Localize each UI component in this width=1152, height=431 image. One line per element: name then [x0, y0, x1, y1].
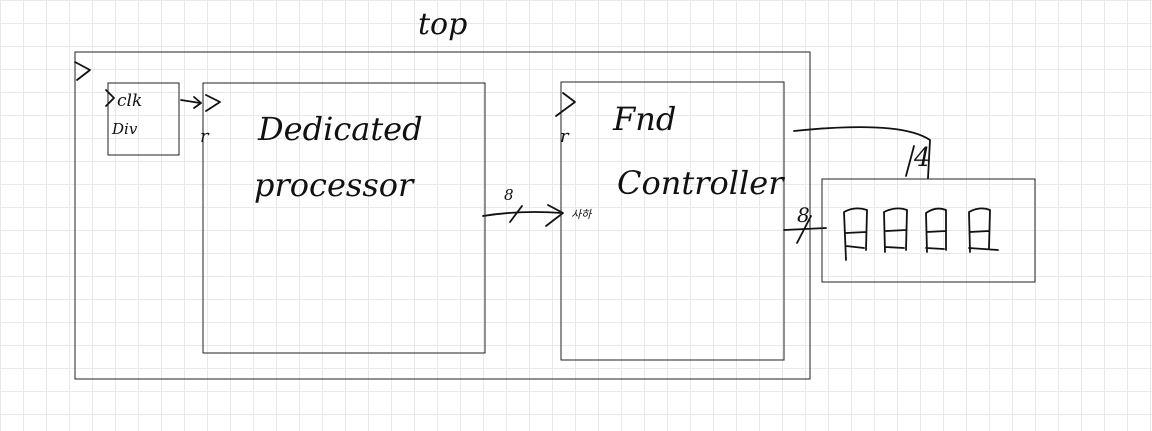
- digit-select-width-label: 4: [913, 143, 931, 173]
- digit-select-width-tick: [905, 145, 915, 177]
- clk-signal-arrowhead: [193, 96, 202, 109]
- data-bus-line: [482, 211, 563, 217]
- clk-div-box: [107, 82, 180, 156]
- digit-select-bus: [793, 126, 931, 179]
- top-clock-symbol: [74, 61, 91, 81]
- clk-div-label-2: Div: [111, 120, 138, 138]
- segment-bus-width-tick: [796, 215, 812, 244]
- data-bus-arrowhead: [545, 204, 564, 227]
- clk-div-clock-symbol: [105, 89, 115, 107]
- processor-box: [202, 82, 486, 354]
- fnd-label-2: Controller: [617, 164, 785, 202]
- seven-segment-digit-1: [843, 207, 868, 261]
- fnd-clock-symbol: [555, 92, 576, 117]
- segment-bus-width-label: 8: [797, 203, 810, 227]
- processor-label-1: Dedicated: [257, 110, 423, 148]
- data-bus-width-tick: [509, 205, 523, 223]
- processor-reset-label: r: [200, 126, 210, 147]
- fnd-controller-box: [560, 81, 785, 361]
- seven-segment-digit-2: [883, 207, 908, 253]
- seven-segment-display-box: [821, 178, 1036, 283]
- top-module-label: top: [418, 7, 467, 42]
- fnd-label-1: Fnd: [612, 100, 676, 138]
- processor-clock-symbol: [205, 94, 221, 112]
- data-bus-width-label: 8: [504, 186, 514, 204]
- processor-label-2: processor: [254, 166, 415, 204]
- seven-segment-digit-4: [968, 207, 999, 253]
- seven-segment-digit-3: [925, 207, 947, 253]
- top-module-box: [74, 51, 811, 380]
- fnd-reset-label: r: [560, 126, 570, 147]
- clk-div-label-1: clk: [117, 91, 142, 111]
- clk-signal-line: [180, 99, 201, 104]
- fnd-input-port-label: 사하: [571, 208, 593, 221]
